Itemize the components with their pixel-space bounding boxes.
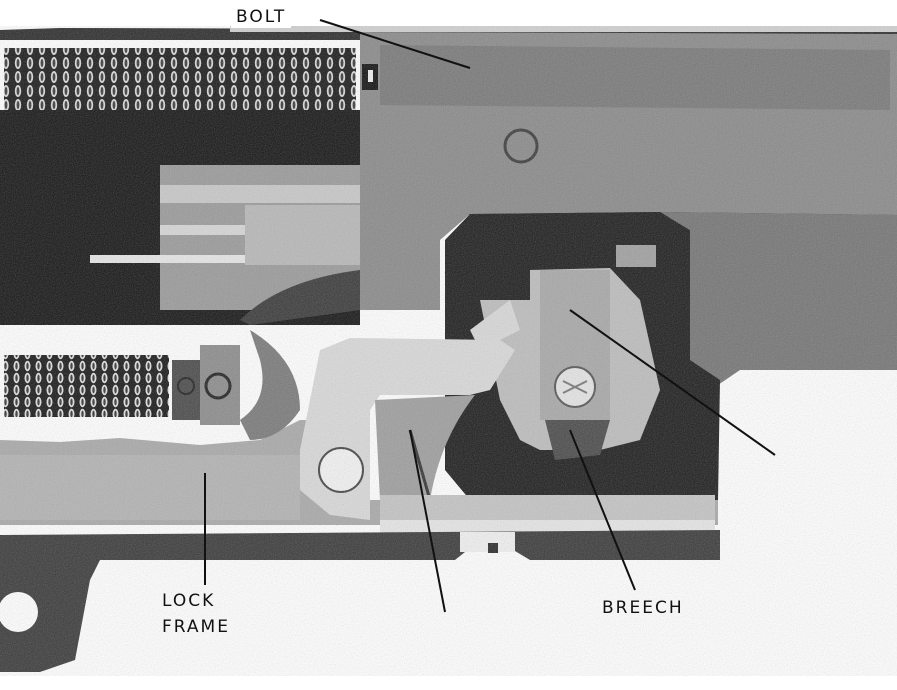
breech-label: BREECH — [602, 598, 684, 618]
lock-frame-label-line2: FRAME — [162, 617, 230, 637]
bolt-label: BOLT — [231, 6, 292, 28]
breech-leader-line — [569, 429, 636, 591]
bolt-leader-line — [319, 19, 471, 69]
lock-frame-label-line1: LOCK — [162, 591, 216, 611]
unlabeled-leader-line — [409, 429, 446, 613]
right-leader-line — [569, 309, 776, 456]
